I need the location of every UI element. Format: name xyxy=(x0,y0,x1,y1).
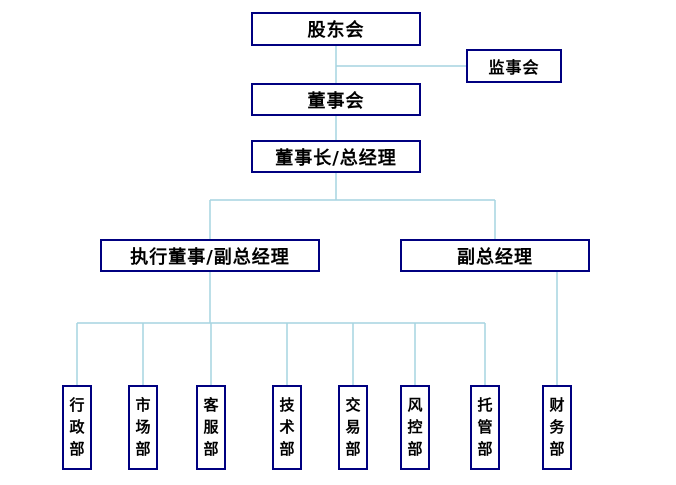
node-board-of-directors: 董事会 xyxy=(251,83,421,116)
node-custody-dept-label: 托管部 xyxy=(475,396,494,463)
node-shareholders: 股东会 xyxy=(251,12,421,46)
node-finance-dept-label: 财务部 xyxy=(547,396,566,463)
node-supervisory-board: 监事会 xyxy=(466,49,562,83)
node-supervisory-board-label: 监事会 xyxy=(488,58,540,77)
node-marketing-dept: 市场部 xyxy=(128,385,158,470)
node-administration-dept: 行政部 xyxy=(62,385,92,470)
node-deputy-general-manager-label: 副总经理 xyxy=(457,246,533,268)
node-chairman-general-manager: 董事长/总经理 xyxy=(251,140,421,173)
node-executive-director-deputy-gm-label: 执行董事/副总经理 xyxy=(130,246,290,268)
node-shareholders-label: 股东会 xyxy=(307,20,365,41)
node-risk-control-dept: 风控部 xyxy=(400,385,430,470)
node-board-of-directors-label: 董事会 xyxy=(307,90,365,112)
node-technology-dept: 技术部 xyxy=(272,385,302,470)
node-chairman-general-manager-label: 董事长/总经理 xyxy=(275,147,397,169)
node-technology-dept-label: 技术部 xyxy=(277,396,296,463)
node-custody-dept: 托管部 xyxy=(470,385,500,470)
node-administration-dept-label: 行政部 xyxy=(67,396,86,463)
node-trading-dept-label: 交易部 xyxy=(343,396,362,463)
node-executive-director-deputy-gm: 执行董事/副总经理 xyxy=(100,239,320,272)
node-trading-dept: 交易部 xyxy=(338,385,368,470)
node-deputy-general-manager: 副总经理 xyxy=(400,239,590,272)
node-customer-service-dept-label: 客服部 xyxy=(201,396,220,463)
node-customer-service-dept: 客服部 xyxy=(196,385,226,470)
node-risk-control-dept-label: 风控部 xyxy=(405,396,424,463)
node-marketing-dept-label: 市场部 xyxy=(133,396,152,463)
node-finance-dept: 财务部 xyxy=(542,385,572,470)
